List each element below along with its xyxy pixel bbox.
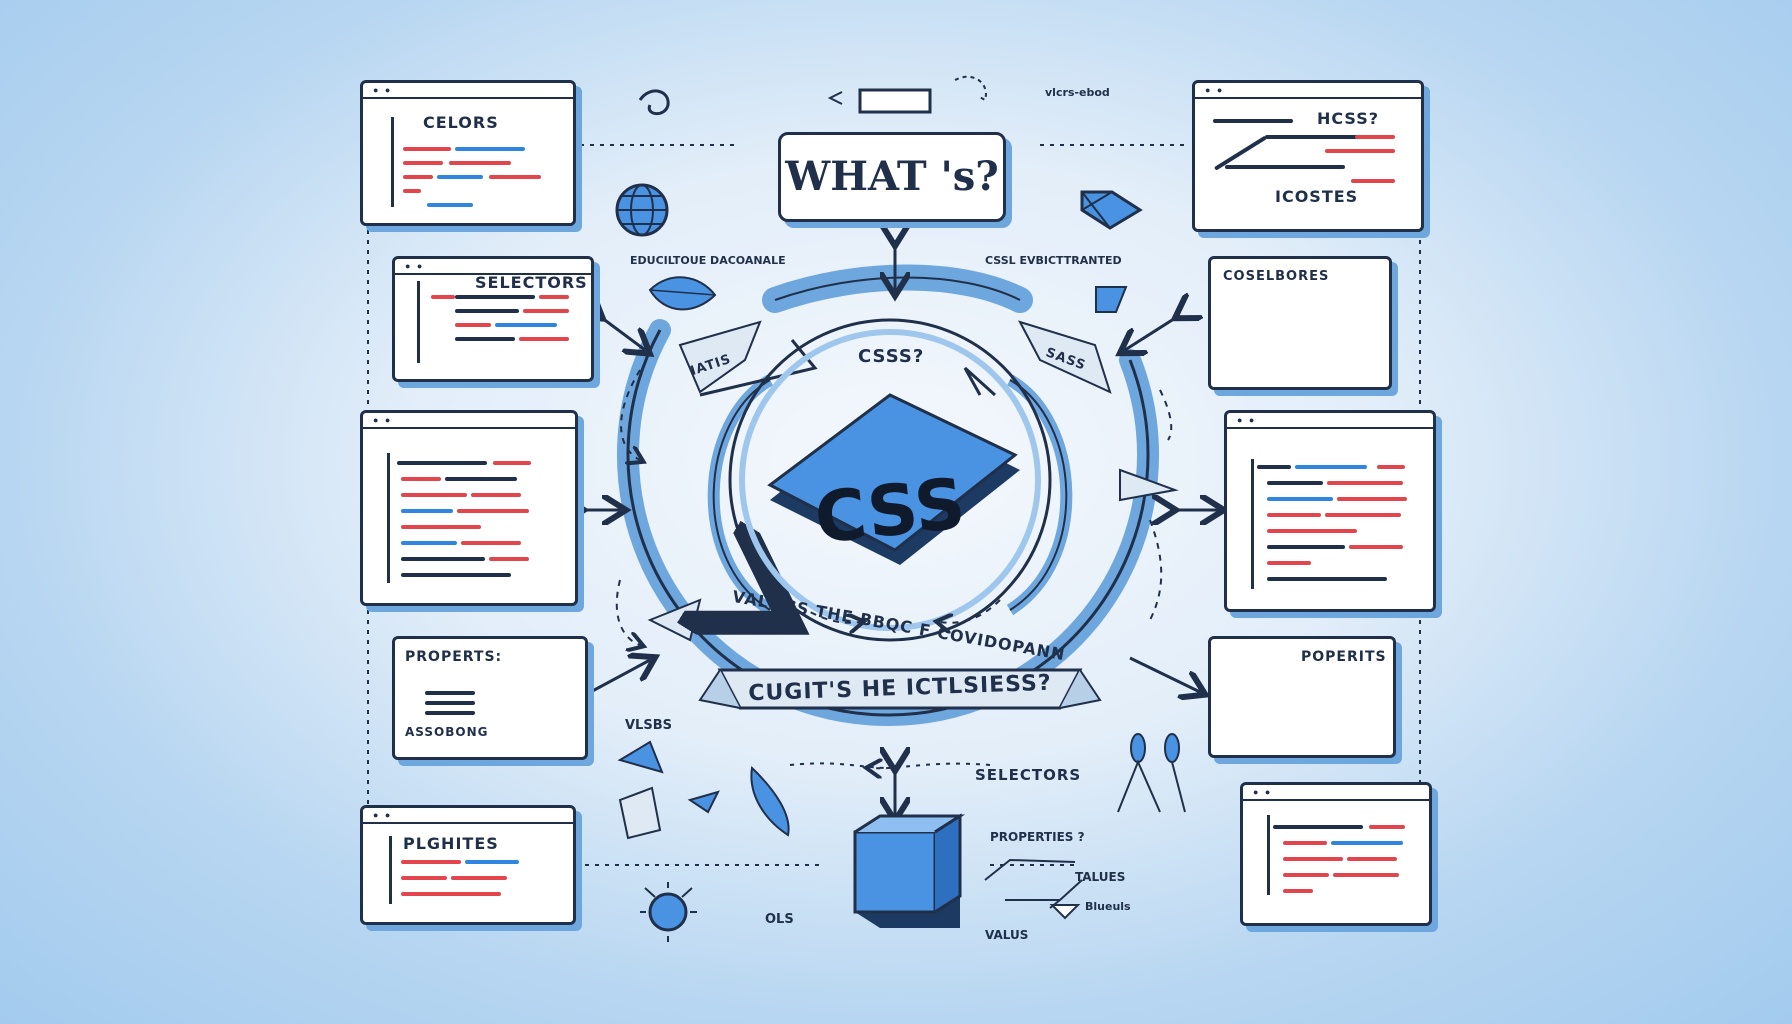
caption-selectors: SELECTORS	[975, 766, 1082, 784]
tab-icon	[858, 88, 932, 114]
panel-colors-title: CELORS	[423, 113, 499, 132]
panel-hcss-subtitle: ICOSTES	[1275, 187, 1359, 206]
magnifier-icon	[640, 882, 697, 942]
tag-left	[678, 320, 762, 394]
panel-selectors: ● ● SELECTORS	[392, 256, 594, 382]
panel-poperits-title: POPERITS	[1301, 649, 1387, 665]
center-question: CSSS?	[858, 346, 925, 367]
caption-right-upper: CSSL EVBICTTRANTED	[985, 254, 1122, 267]
panel-plugins-title: PLGHITES	[403, 834, 499, 853]
panel-properties-title: PROPERTS:	[405, 649, 503, 665]
panel-code-bottom-right: ● ●	[1240, 782, 1432, 926]
caption-left-upper: EDUCILTOUE DACOANALE	[630, 254, 786, 267]
pins-icon	[1117, 733, 1186, 813]
caption-properties: PROPERTIES ?	[990, 830, 1085, 844]
panel-coselbores: COSELBORES	[1208, 256, 1392, 390]
leaf-icon-top	[648, 276, 717, 311]
panel-code: ● ●	[360, 410, 578, 606]
panel-coselbores-title: COSELBORES	[1223, 269, 1330, 284]
ribbon-figure-icon	[1095, 286, 1128, 313]
tag-right	[1017, 320, 1112, 394]
leaf-icon-bottom	[750, 765, 790, 837]
css-diamond	[767, 393, 1018, 552]
page-title: WHAT 's?	[785, 153, 999, 200]
caption-blueuls: Blueuls	[1085, 900, 1131, 913]
panel-hcss: ● ● HCSS? ICOSTES	[1192, 80, 1424, 232]
cube-icon-small	[1080, 190, 1143, 230]
globe-icon-top	[615, 183, 669, 237]
top-note: vlcrs-ebod	[1045, 86, 1110, 99]
panel-properties-subtitle: ASSOBONG	[405, 725, 489, 739]
caption-ols: OLS	[765, 912, 794, 927]
caption-talues: TALUES	[1075, 870, 1126, 884]
panel-plugins: ● ● PLGHITES	[360, 805, 576, 925]
panel-hcss-title: HCSS?	[1317, 109, 1380, 128]
panel-code-right: ● ●	[1224, 410, 1436, 612]
spiral-icon	[638, 89, 670, 116]
panel-selectors-title: SELECTORS	[475, 273, 588, 292]
inner-circle	[728, 318, 1052, 642]
caption-values: VALUS	[985, 928, 1029, 942]
panel-colors: ● ● CELORS	[360, 80, 576, 226]
gem-icons	[617, 740, 720, 840]
title-box: WHAT 's?	[778, 132, 1006, 222]
caption-vlsbs: VLSBS	[625, 718, 672, 733]
cube-icon-large	[853, 813, 966, 928]
panel-poperits: POPERITS	[1208, 636, 1396, 758]
panel-properties: PROPERTS: ASSOBONG	[392, 636, 588, 760]
